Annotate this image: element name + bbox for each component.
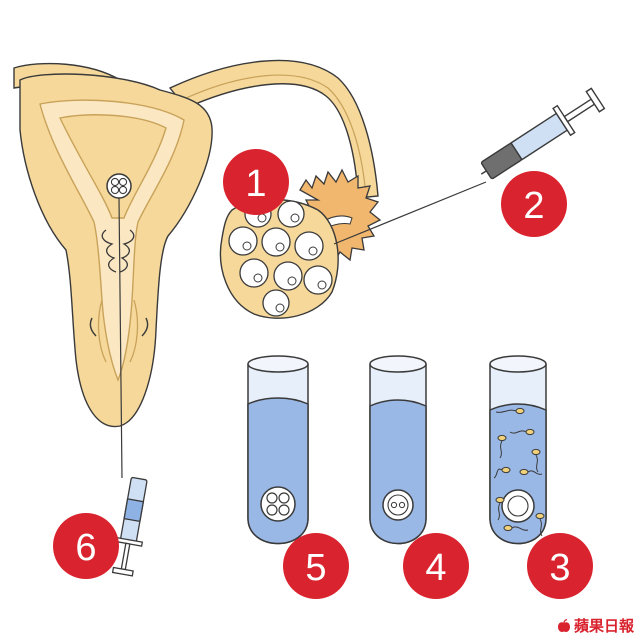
step-badge-2: 2	[501, 171, 567, 237]
transfer-catheter-line	[118, 197, 123, 479]
apple-daily-watermark: 蘋果日報	[557, 615, 634, 636]
apple-logo-icon	[557, 618, 570, 632]
test-tube-embryo	[247, 355, 309, 545]
step-badge-4: 4	[403, 533, 469, 599]
sperm-cells	[493, 407, 545, 537]
transfer-syringe	[111, 476, 148, 577]
endometrium-lining	[58, 114, 167, 219]
follicle-eggs	[242, 213, 327, 313]
vaginal-folds	[89, 317, 149, 337]
step-badge-1: 1	[223, 149, 289, 215]
right-tube-lumen	[185, 74, 367, 197]
retrieval-needle	[333, 181, 487, 245]
uterus-illustration	[13, 59, 379, 428]
test-tube-fertilized-egg	[369, 355, 427, 545]
embryo-in-uterus	[106, 173, 132, 199]
retrieval-syringe	[480, 87, 606, 180]
egg-cell	[501, 489, 535, 523]
svg-text:5: 5	[305, 547, 326, 589]
svg-text:2: 2	[523, 185, 544, 227]
watermark-text: 蘋果日報	[573, 617, 634, 635]
test-tube-egg-and-sperm	[489, 355, 547, 545]
cervix-folds	[101, 229, 135, 273]
svg-text:1: 1	[245, 163, 266, 205]
step-badge-5: 5	[283, 533, 349, 599]
svg-text:6: 6	[75, 527, 96, 569]
svg-text:4: 4	[425, 547, 446, 589]
step-badge-6: 6	[53, 513, 119, 579]
fertilized-egg-cell	[382, 489, 414, 521]
vaginal-canal	[97, 299, 139, 363]
step-badge-3: 3	[527, 533, 593, 599]
right-fallopian-tube	[168, 59, 379, 199]
svg-text:3: 3	[549, 547, 570, 589]
ovary-illustration	[219, 168, 382, 319]
embryo-cell	[260, 486, 296, 522]
